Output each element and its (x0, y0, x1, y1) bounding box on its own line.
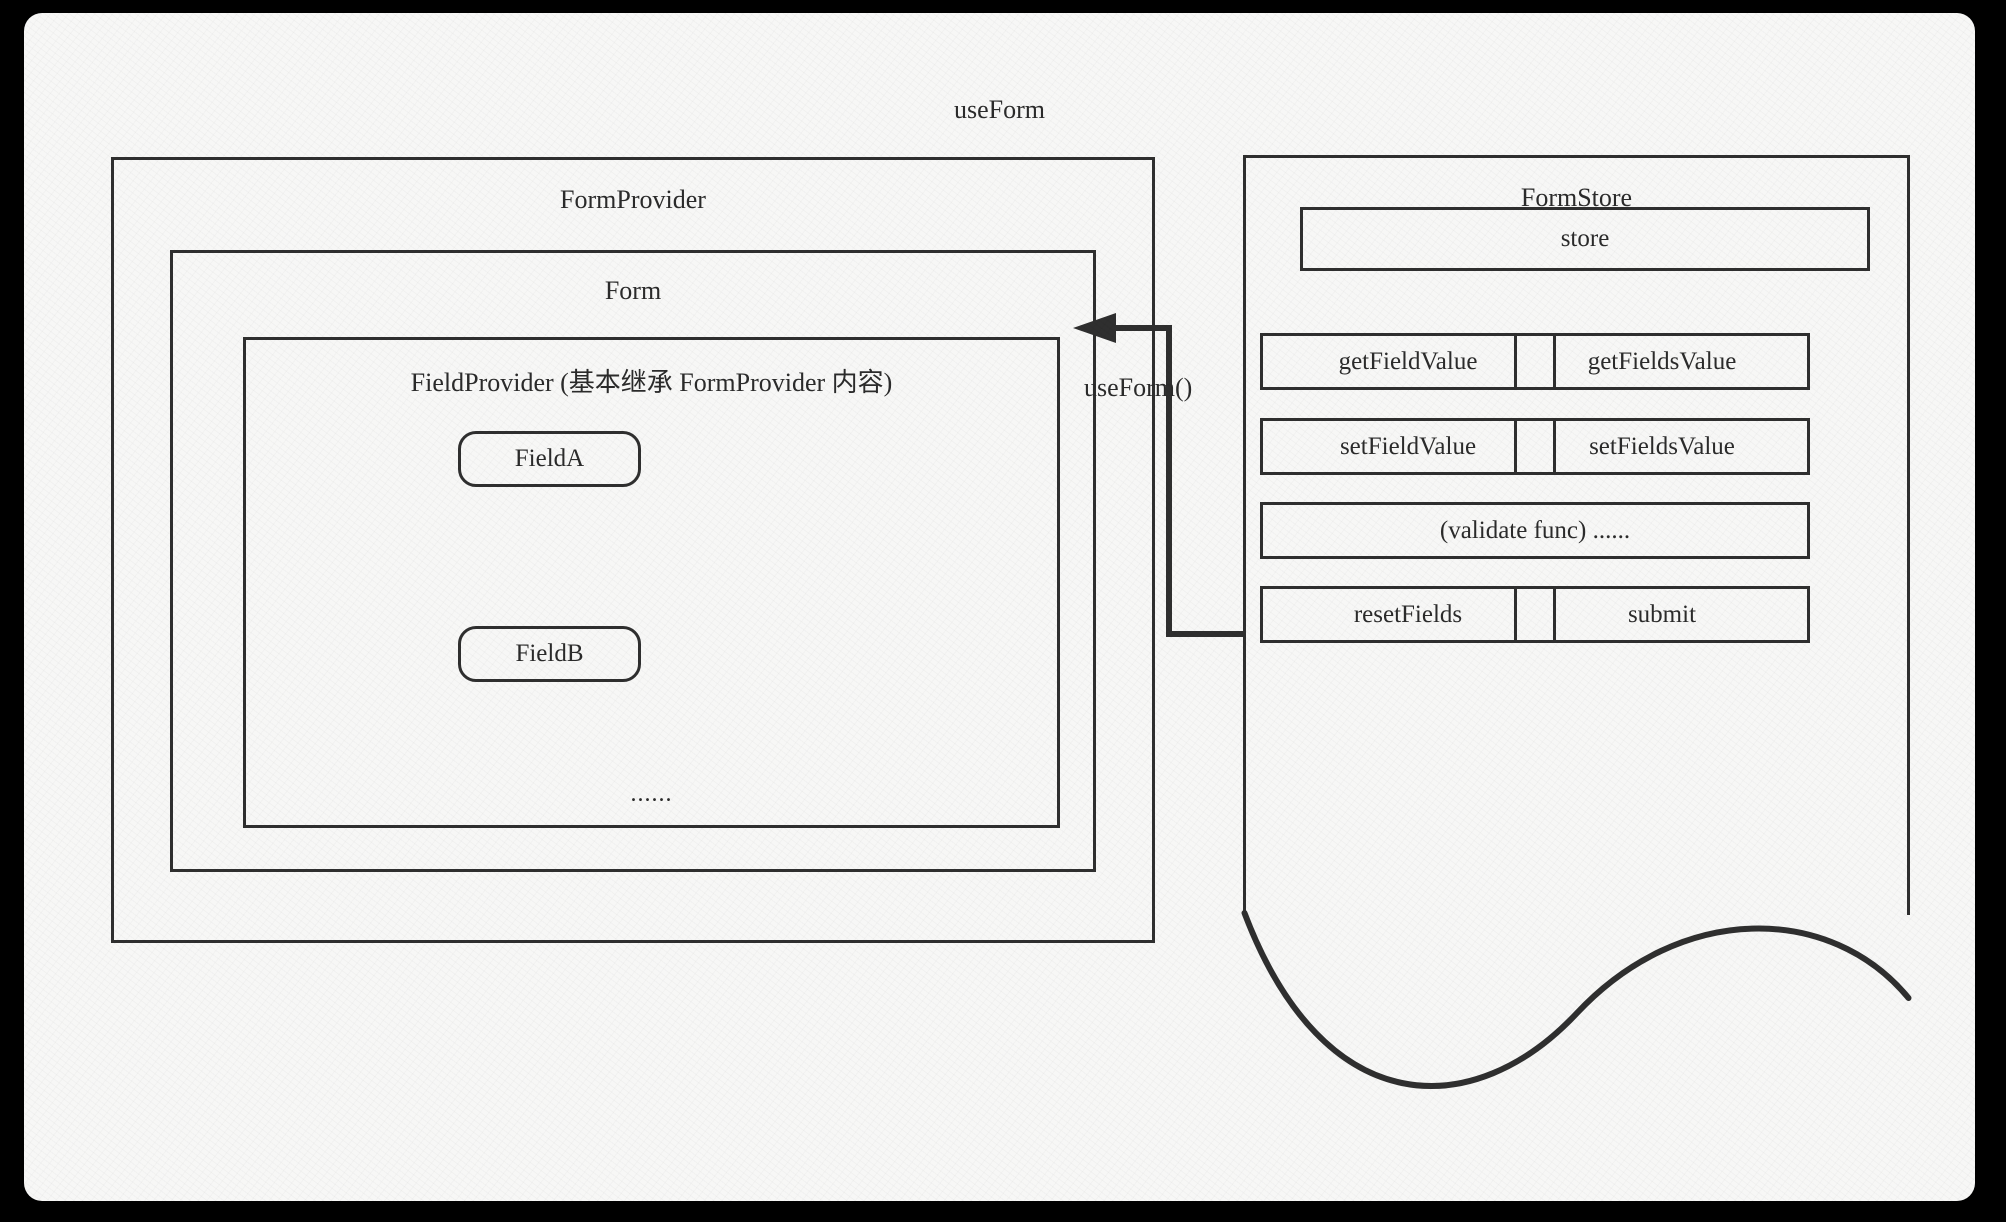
diagram-title: useForm (954, 95, 1045, 124)
method-reset-fields[interactable]: resetFields (1260, 586, 1556, 643)
field-b-label: FieldB (515, 640, 584, 667)
diagram-canvas: useForm FormProvider Form FieldProvider … (24, 13, 1975, 1201)
field-provider-box: FieldProvider (基本继承 FormProvider 内容) (243, 337, 1060, 828)
method-get-fields-value[interactable]: getFieldsValue (1514, 333, 1810, 390)
field-a-node[interactable]: FieldA (458, 431, 641, 487)
field-provider-ellipsis: ...... (630, 781, 673, 807)
form-store-wavy-bottom (1241, 910, 1912, 1089)
field-b-node[interactable]: FieldB (458, 626, 641, 682)
form-box: Form (170, 250, 1096, 872)
field-a-label: FieldA (514, 445, 585, 472)
method-validate-func[interactable]: (validate func) ...... (1260, 502, 1810, 559)
method-get-field-value[interactable]: getFieldValue (1260, 333, 1556, 390)
form-provider-title: FormProvider (560, 185, 706, 214)
method-submit[interactable]: submit (1514, 586, 1810, 643)
field-provider-title: FieldProvider (基本继承 FormProvider 内容) (410, 368, 893, 397)
form-store-store-box[interactable]: store (1300, 207, 1870, 271)
form-title: Form (604, 276, 662, 305)
method-set-field-value[interactable]: setFieldValue (1260, 418, 1556, 475)
method-set-fields-value[interactable]: setFieldsValue (1514, 418, 1810, 475)
